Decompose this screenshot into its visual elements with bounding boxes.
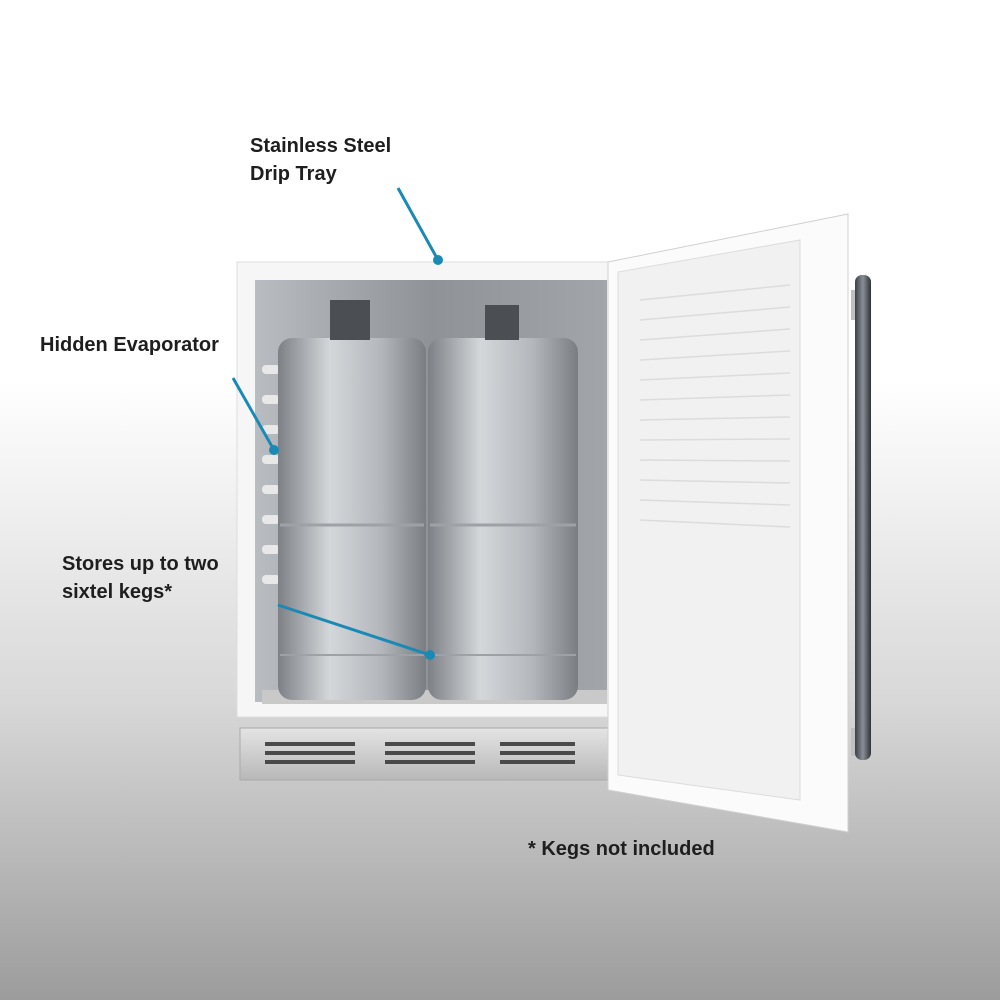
callout-evaporator: Hidden Evaporator (40, 334, 279, 455)
callout-drip-tray-line2: Drip Tray (250, 163, 338, 185)
front-grille (239, 727, 626, 781)
callout-evaporator-text: Hidden Evaporator (40, 334, 219, 356)
callout-kegs-line2: sixtel kegs* (62, 581, 172, 603)
callout-drip-tray: Stainless Steel Drip Tray (250, 135, 443, 265)
door-handle (855, 275, 871, 760)
keg-left (278, 300, 426, 700)
callout-drip-tray-line1: Stainless Steel (250, 135, 391, 157)
fridge-door (607, 213, 871, 833)
callout-kegs-line1: Stores up to two (62, 553, 219, 575)
keg-right (428, 305, 578, 700)
footnote-kegs-not-included: * Kegs not included (528, 838, 715, 860)
evaporator-ribs (262, 365, 280, 584)
callout-kegs: Stores up to two sixtel kegs* (62, 553, 435, 660)
